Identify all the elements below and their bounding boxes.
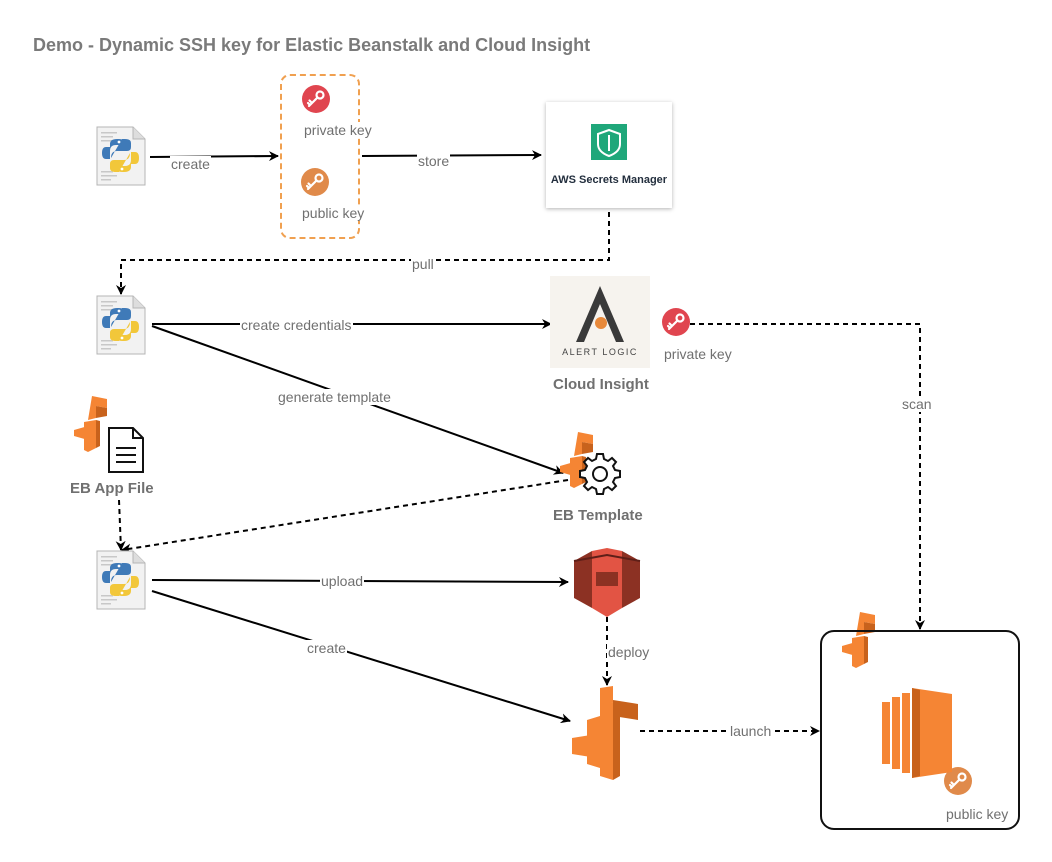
edge-label-create: create (306, 640, 347, 656)
alert-logic-wordmark: ALERT LOGIC (562, 347, 638, 357)
eb-environment-group (820, 630, 1020, 830)
secrets-manager-icon (591, 124, 627, 160)
page-title: Demo - Dynamic SSH key for Elastic Beans… (33, 35, 591, 55)
secrets-manager-node: AWS Secrets Manager (546, 102, 672, 208)
ec2-instance-icon (882, 688, 952, 778)
edges (115, 150, 925, 736)
alert-logic-node: ALERT LOGIC (550, 276, 650, 368)
cloud-insight-label: Cloud Insight (552, 376, 650, 393)
python-script-icon (96, 550, 146, 610)
python-script-icon (96, 295, 146, 355)
edge-label-generate-template: generate template (277, 389, 392, 405)
edge-label-scan: scan (901, 396, 933, 412)
eb-app-file-label: EB App File (69, 480, 155, 497)
edge-pull (116, 212, 610, 295)
document-icon (108, 427, 144, 473)
edge-store (361, 150, 542, 161)
edge-label-create: create (170, 156, 211, 172)
key-pair-group (280, 74, 360, 239)
edge-label-upload: upload (320, 573, 365, 589)
edge-scan (690, 323, 925, 630)
edge-label-create-credentials: create credentials (240, 317, 353, 333)
private-key-label: private key (303, 122, 373, 138)
public-key-label: public key (301, 205, 366, 221)
private-key-label: private key (663, 346, 733, 362)
s3-bucket-icon (573, 548, 641, 617)
edge-app-to-script (115, 499, 126, 551)
edge-create-bottom (151, 590, 571, 724)
elastic-beanstalk-icon (74, 396, 107, 452)
edge-label-store: store (417, 153, 451, 169)
gear-icon (579, 453, 621, 495)
edge-label-deploy: deploy (607, 644, 651, 660)
edge-template-to-script (121, 479, 569, 554)
python-script-icon (96, 126, 146, 186)
elastic-beanstalk-icon (572, 686, 638, 780)
public-key-label: public key (945, 806, 1010, 822)
edge-label-pull: pull (411, 256, 435, 272)
private-key-icon (660, 306, 692, 338)
secrets-manager-label: AWS Secrets Manager (550, 174, 668, 186)
alert-logic-logo (576, 286, 624, 342)
edge-label-launch: launch (729, 723, 773, 739)
eb-template-label: EB Template (552, 507, 644, 524)
